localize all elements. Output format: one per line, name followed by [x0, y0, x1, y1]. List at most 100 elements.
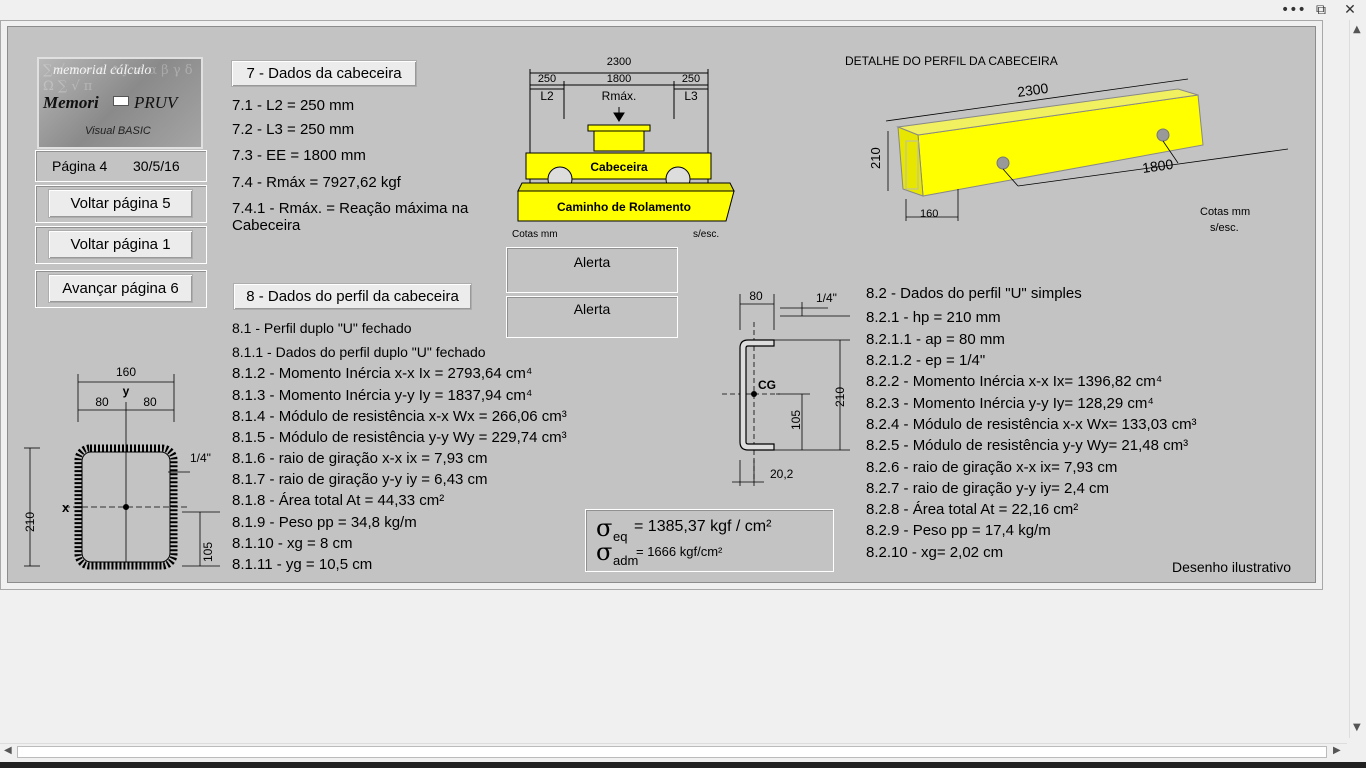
label-rmax: Rmáx. — [602, 89, 637, 103]
page-date: 30/5/16 — [133, 158, 180, 174]
sec8-line: 8.1.10 - xg = 8 cm — [232, 535, 353, 552]
logo-text-memori: Memori — [43, 93, 99, 112]
window-titlebar: ••• ⧉ ✕ — [0, 0, 1366, 20]
u-centroid — [751, 391, 757, 397]
box-section-wall — [74, 444, 178, 570]
detail-title: DETALHE DO PERFIL DA CABECEIRA — [845, 54, 1058, 68]
logo-text-pruv: PRUV — [134, 93, 178, 112]
sigma-adm-value: = 1666 kgf/cm² — [636, 544, 723, 559]
box-thickness: 1/4" — [190, 451, 211, 465]
beam-end-face — [897, 126, 924, 197]
sec7-line: 7.2 - L3 = 250 mm — [232, 121, 355, 138]
sec82-line: 8.2.10 - xg= 2,02 cm — [866, 544, 1004, 561]
detail-scale: s/esc. — [1210, 222, 1239, 234]
sec82-line: 8.2.9 - Peso pp = 17,4 kg/m — [866, 522, 1051, 539]
more-options-icon[interactable]: ••• — [1281, 2, 1306, 18]
box-width: 160 — [116, 365, 136, 379]
sec82-line: 8.2.5 - Módulo de resistência y-y Wy= 21… — [866, 437, 1189, 454]
sec7-line: 7.4.1 - Rmáx. = Reação máxima na — [232, 200, 469, 217]
load-arrow — [613, 107, 625, 122]
crane-end-carriage-diagram: 2300 250 1800 250 L2 Rmáx. L3 Cabeceira … — [512, 56, 735, 240]
content-panel: ∑ √ π ∞ ± ∂ ∫ ≠ α β γ δ Ω ∑ √ π memorial… — [7, 26, 1316, 583]
label-l2: L2 — [540, 89, 554, 103]
u-thickness: 1/4" — [816, 291, 837, 305]
nav-frame-1 — [35, 185, 207, 223]
scroll-up-icon[interactable]: ▲ — [1353, 24, 1361, 35]
dim-l2: 250 — [538, 73, 556, 85]
box-half-left: 80 — [95, 395, 109, 409]
scroll-left-icon[interactable]: ◀ — [4, 745, 12, 756]
sec8-line: 8.1.11 - yg = 10,5 cm — [232, 556, 373, 573]
sec82-line: 8.2.7 - raio de giração y-y iy= 2,4 cm — [866, 480, 1110, 497]
detail-spacing: 1800 — [1141, 156, 1174, 176]
sec8-line: 8.1 - Perfil duplo "U" fechado — [232, 320, 412, 336]
sigma-eq-symbol: σ — [596, 514, 613, 542]
box-centroid — [123, 504, 129, 510]
u-half-height: 105 — [789, 410, 803, 430]
beam-hole-left — [996, 156, 1010, 170]
back-page-1-button[interactable]: Voltar página 1 — [48, 230, 193, 259]
u-section-diagram: 80 1/4" CG 210 105 20,2 — [722, 289, 850, 486]
stress-box: σ eq = 1385,37 kgf / cm² σ adm = 1666 kg… — [585, 509, 834, 572]
sec82-line: 8.2.1.2 - ep = 1/4" — [866, 352, 986, 369]
box-half-right: 80 — [143, 395, 157, 409]
next-page-6-button[interactable]: Avançar página 6 — [48, 274, 193, 303]
alert-label: Alerta — [573, 254, 611, 270]
sigma-eq-value: = 1385,37 kgf / cm² — [634, 518, 772, 535]
sec7-line: 7.4 - Rmáx = 7927,62 kgf — [232, 174, 401, 191]
load-block — [593, 128, 645, 152]
sec82-line: 8.2.4 - Módulo de resistência x-x Wx= 13… — [866, 416, 1197, 433]
scroll-right-icon[interactable]: ▶ — [1333, 745, 1341, 756]
load-plate — [587, 124, 651, 132]
scroll-down-icon[interactable]: ▼ — [1353, 722, 1361, 733]
dim-mid: 1800 — [607, 73, 631, 85]
logo-mark — [113, 96, 129, 106]
note-units: Cotas mm — [512, 229, 558, 240]
sec8-line: 8.1.4 - Módulo de resistência x-x Wx = 2… — [232, 408, 567, 425]
scroll-thumb[interactable] — [17, 746, 1327, 758]
sec8-line: 8.1.8 - Área total At = 44,33 cm² — [232, 492, 445, 509]
sec82-line: 8.2.1.1 - ap = 80 mm — [866, 331, 1005, 348]
logo-subtitle: Visual BASIC — [85, 125, 151, 137]
label-cabeceira: Cabeceira — [590, 160, 648, 174]
sec82-line: 8.2.2 - Momento Inércia x-x Ix= 1396,82 … — [866, 373, 1163, 390]
horizontal-scrollbar[interactable]: ◀ ▶ — [0, 743, 1347, 760]
sec8-line: 8.1.2 - Momento Inércia x-x Ix = 2793,64… — [232, 365, 533, 382]
u-xg: 20,2 — [770, 467, 794, 481]
alert-box-2: Alerta — [506, 296, 678, 338]
sec7-line: Cabeceira — [232, 217, 301, 234]
sigma-adm-sub: adm — [613, 553, 639, 568]
sigma-eq-sub: eq — [613, 529, 628, 544]
beam-hole-right — [1156, 128, 1170, 142]
sec82-line: 8.2.3 - Momento Inércia y-y Iy= 128,29 c… — [866, 395, 1154, 412]
vertical-scrollbar[interactable]: ▲ ▼ — [1349, 20, 1366, 738]
sec8-line: 8.1.7 - raio de giração y-y iy = 6,43 cm — [232, 471, 488, 488]
section-8-title: 8 - Dados do perfil da cabeceira — [233, 283, 472, 310]
taskbar-edge — [0, 762, 1366, 768]
dim-l3: 250 — [682, 73, 700, 85]
sec82-line: 8.2.8 - Área total At = 22,16 cm² — [866, 501, 1079, 518]
restore-icon[interactable]: ⧉ — [1316, 2, 1326, 18]
label-caminho: Caminho de Rolamento — [557, 200, 691, 214]
sec8-line: 8.1.3 - Momento Inércia y-y Iy = 1837,94… — [232, 387, 533, 404]
page-number: Página 4 — [52, 158, 108, 174]
close-icon[interactable]: ✕ — [1344, 2, 1356, 18]
sigma-adm-symbol: σ — [596, 538, 613, 566]
u-channel-profile — [739, 339, 775, 451]
back-page-5-button[interactable]: Voltar página 5 — [48, 189, 193, 218]
section-7-title: 7 - Dados da cabeceira — [231, 60, 417, 87]
u-cg-label: CG — [758, 378, 776, 392]
detail-width: 160 — [920, 208, 938, 220]
detail-length: 2300 — [1016, 80, 1049, 100]
beam-end-inner — [905, 140, 919, 190]
dim-total-length: 2300 — [607, 56, 631, 68]
logo-caption: memorial cálculo — [53, 63, 152, 78]
note-scale: s/esc. — [693, 229, 719, 240]
u-width: 80 — [749, 289, 763, 303]
alert-box-1: Alerta — [506, 247, 678, 293]
nav-frame-2 — [35, 226, 207, 264]
box-section-inner — [81, 451, 171, 563]
box-x-axis: x — [62, 500, 70, 515]
box-height: 210 — [23, 512, 37, 532]
sec7-line: 7.1 - L2 = 250 mm — [232, 97, 355, 114]
